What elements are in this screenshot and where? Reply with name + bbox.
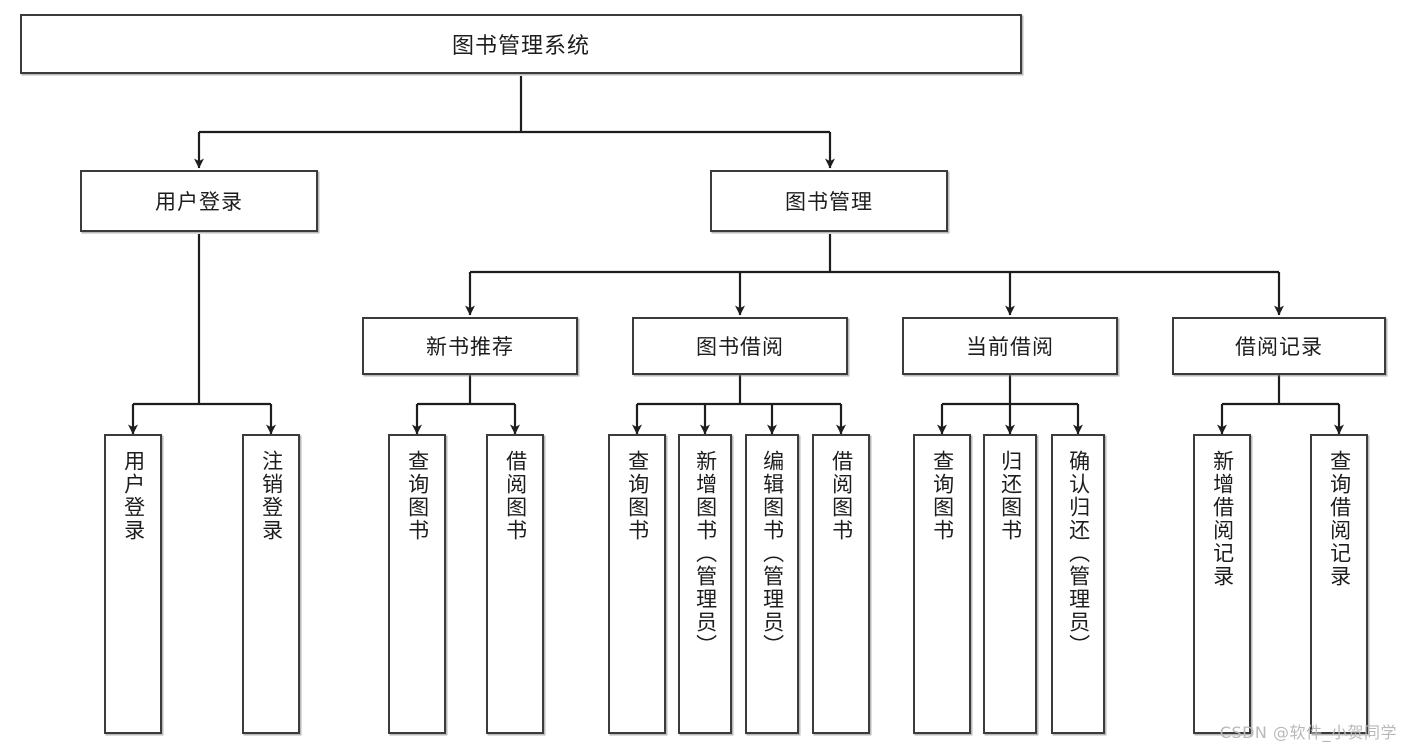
node-label: 借阅记录 <box>1235 335 1323 359</box>
leaf-query-borrow-record[interactable]: 查询借阅记录 <box>1310 434 1368 734</box>
node-book-borrow[interactable]: 图书借阅 <box>632 317 848 375</box>
leaf-borrow-book-recommend[interactable]: 借阅图书 <box>486 434 544 734</box>
leaf-label: 新增借阅记录 <box>1210 450 1235 588</box>
node-user-login[interactable]: 用户登录 <box>80 170 318 232</box>
node-borrow-record[interactable]: 借阅记录 <box>1172 317 1386 375</box>
node-label: 用户登录 <box>155 190 243 214</box>
node-label: 当前借阅 <box>966 335 1054 359</box>
node-label: 新书推荐 <box>426 335 514 359</box>
leaf-label: 借阅图书 <box>503 450 528 542</box>
leaf-edit-book-admin[interactable]: 编辑图书（管理员） <box>745 434 799 734</box>
leaf-user-login[interactable]: 用户登录 <box>104 434 162 734</box>
leaf-label: 查询图书 <box>930 450 955 542</box>
leaf-label: 借阅图书 <box>829 450 854 542</box>
node-new-book-recommend[interactable]: 新书推荐 <box>362 317 578 375</box>
node-root[interactable]: 图书管理系统 <box>20 14 1022 74</box>
node-book-management[interactable]: 图书管理 <box>710 170 948 232</box>
leaf-query-book-current[interactable]: 查询图书 <box>913 434 971 734</box>
leaf-return-book[interactable]: 归还图书 <box>983 434 1037 734</box>
leaf-label: 查询借阅记录 <box>1327 450 1352 588</box>
leaf-label: 注销登录 <box>259 450 284 542</box>
leaf-logout[interactable]: 注销登录 <box>242 434 300 734</box>
leaf-label: 归还图书 <box>998 450 1023 542</box>
node-label: 图书借阅 <box>696 335 784 359</box>
leaf-label: 查询图书 <box>625 450 650 542</box>
leaf-label: 查询图书 <box>405 450 430 542</box>
node-label: 图书管理 <box>785 190 873 214</box>
leaf-label: 确认归还（管理员） <box>1066 450 1091 657</box>
leaf-add-borrow-record[interactable]: 新增借阅记录 <box>1193 434 1251 734</box>
node-current-borrow[interactable]: 当前借阅 <box>902 317 1118 375</box>
leaf-label: 新增图书（管理员） <box>693 450 718 657</box>
leaf-borrow-book[interactable]: 借阅图书 <box>812 434 870 734</box>
node-root-label: 图书管理系统 <box>451 34 590 59</box>
leaf-label: 用户登录 <box>121 450 146 542</box>
leaf-add-book-admin[interactable]: 新增图书（管理员） <box>678 434 732 734</box>
leaf-label: 编辑图书（管理员） <box>760 450 785 657</box>
leaf-query-book-recommend[interactable]: 查询图书 <box>388 434 446 734</box>
leaf-confirm-return-admin[interactable]: 确认归还（管理员） <box>1051 434 1105 734</box>
leaf-query-book-borrow[interactable]: 查询图书 <box>608 434 666 734</box>
